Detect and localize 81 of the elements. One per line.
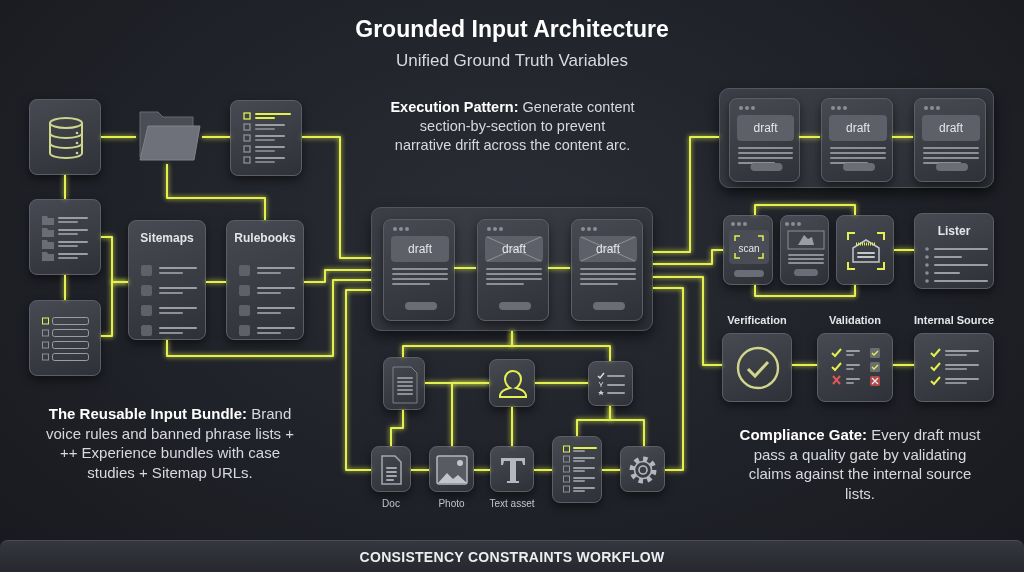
- sitemaps-card: [128, 220, 206, 340]
- rated-list-tile: [588, 361, 633, 406]
- tile-caption: Text asset: [488, 498, 536, 509]
- document-tile: [383, 357, 425, 410]
- connector-line: [891, 136, 914, 138]
- connector-line: [64, 174, 66, 200]
- connector-line: [451, 382, 490, 447]
- image-card: [780, 215, 829, 285]
- connector-line: [754, 284, 856, 297]
- person-tile: [489, 359, 535, 407]
- connector-line: [205, 281, 227, 283]
- connector-line: [652, 249, 724, 265]
- folder-icon: [136, 108, 202, 164]
- settings-tile: [620, 446, 665, 492]
- connector-line: [473, 469, 491, 471]
- note-text: Execution Pattern: Generate content section-by-section to prevent narrative drift across the content arc.: [390, 98, 635, 155]
- draft-card: [571, 219, 643, 321]
- draft-label: draft: [485, 236, 543, 262]
- draft-card: [477, 219, 549, 321]
- connector-line: [100, 136, 137, 138]
- connector-line: [453, 267, 477, 269]
- connector-line: [547, 267, 571, 269]
- rulebooks-card: [226, 220, 304, 340]
- tile-heading: Internal Source: [912, 314, 996, 326]
- note-text: Compliance Gate: Every draft must pass a quality gate by validating claims against the internal source lists.: [738, 425, 982, 503]
- connector-line: [100, 281, 129, 337]
- connector-line: [533, 469, 553, 471]
- form-list-tile: [29, 300, 101, 376]
- draft-card: [914, 98, 986, 182]
- connector-line: [201, 136, 231, 138]
- note-text: The Reusable Input Bundle: Brand voice rules and banned phrase lists + ++ Experience bundles with case studies + Sitemap URLs.: [44, 404, 296, 482]
- draft-group-panel: [371, 207, 653, 331]
- footer-bar: CONSISTENCY CONSTRAINTS WORKFLOW: [0, 540, 1024, 572]
- card-heading: Sitemaps: [139, 231, 195, 245]
- checklist-tile: [552, 436, 602, 503]
- connector-line: [892, 364, 915, 366]
- draft-group-panel: [719, 88, 994, 188]
- connector-line: [64, 274, 66, 301]
- text-asset-tile: [490, 446, 534, 492]
- connector-line: [390, 409, 404, 447]
- connector-line: [534, 382, 589, 384]
- tile-heading: Validation: [828, 314, 882, 326]
- card-heading: Rulebooks: [233, 231, 297, 245]
- connector-line: [345, 289, 372, 471]
- database-tile: [29, 99, 101, 175]
- connector-line: [301, 136, 372, 259]
- connector-line: [166, 163, 266, 221]
- connector-line: [798, 136, 821, 138]
- connector-line: [511, 330, 611, 362]
- connector-line: [166, 279, 372, 357]
- doc-tile: [371, 446, 411, 492]
- connector-line: [754, 204, 856, 216]
- draft-label: draft: [391, 236, 449, 262]
- connector-line: [511, 406, 513, 447]
- scanner-tile: [836, 215, 894, 285]
- photo-tile: [429, 446, 474, 492]
- draft-card: [729, 98, 800, 182]
- connector-line: [601, 469, 621, 471]
- connector-line: [893, 249, 915, 251]
- draft-card: [821, 98, 893, 182]
- connector-line: [791, 364, 818, 366]
- subtitle: Unified Ground Truth Variables: [394, 50, 630, 72]
- draft-card: [383, 219, 455, 321]
- connector-line: [303, 269, 372, 283]
- draft-label: draft: [579, 236, 637, 262]
- card-heading: Lister: [936, 224, 972, 238]
- checklist-tile: [230, 100, 302, 176]
- connector-line: [652, 287, 684, 471]
- connector-line: [410, 469, 430, 471]
- tile-heading: Verification: [726, 314, 788, 326]
- draft-label: draft: [829, 115, 887, 141]
- lister-card: [914, 213, 994, 289]
- scan-label: scan: [729, 230, 769, 264]
- draft-label: draft: [922, 115, 980, 141]
- draft-label: draft: [737, 115, 794, 141]
- connector-line: [652, 136, 720, 253]
- folder-list-tile: [29, 199, 101, 275]
- diagram-title: Grounded Input Architecture: [354, 16, 670, 43]
- connector-line: [652, 276, 723, 366]
- scan-card: [723, 215, 773, 285]
- tile-caption: Doc: [381, 498, 401, 509]
